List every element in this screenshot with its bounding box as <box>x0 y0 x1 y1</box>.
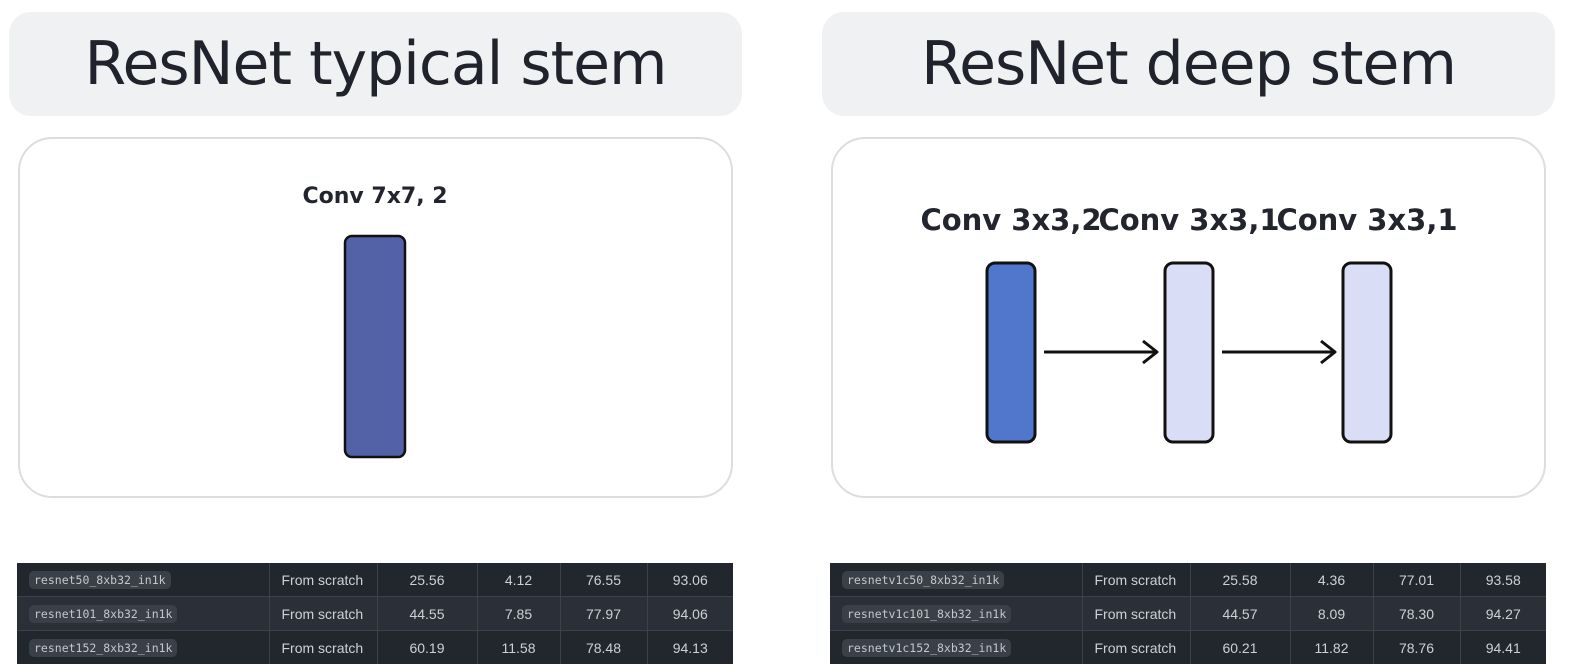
layer-label: Conv 3x3,1 <box>1098 203 1279 237</box>
flops-cell: 11.58 <box>476 630 560 664</box>
pretrain-cell: From scratch <box>1081 630 1190 664</box>
model-name: resnetv1c101_8xb32_in1k <box>842 604 1012 623</box>
pretrain-cell: From scratch <box>1081 596 1190 631</box>
layer-label: Conv 3x3,2 <box>920 203 1101 237</box>
top5-cell: 94.06 <box>646 596 733 631</box>
results-table: resnet50_8xb32_in1k From scratch 25.56 4… <box>17 563 733 664</box>
model-cell: resnet101_8xb32_in1k <box>17 596 269 631</box>
params-cell: 44.55 <box>376 596 477 631</box>
params-cell: 25.58 <box>1189 563 1290 597</box>
table-row: resnet152_8xb32_in1k From scratch 60.19 … <box>17 630 733 664</box>
model-cell: resnetv1c50_8xb32_in1k <box>830 563 1082 597</box>
conv-layer-block <box>985 261 1037 444</box>
top5-cell: 94.41 <box>1459 630 1546 664</box>
top5-cell: 94.27 <box>1459 596 1546 631</box>
model-name: resnet152_8xb32_in1k <box>29 638 178 657</box>
panel-title: ResNet deep stem <box>921 29 1457 99</box>
model-name: resnet50_8xb32_in1k <box>29 570 171 589</box>
panel-title: ResNet typical stem <box>84 29 668 99</box>
model-cell: resnet50_8xb32_in1k <box>17 563 269 597</box>
model-cell: resnetv1c152_8xb32_in1k <box>830 630 1082 664</box>
top5-cell: 93.58 <box>1459 563 1546 597</box>
typical-stem-panel: ResNet typical stem Conv 7x7, 2 resnet50… <box>9 0 744 671</box>
flops-cell: 8.09 <box>1289 596 1373 631</box>
params-cell: 60.19 <box>376 630 477 664</box>
deep-stem-panel: ResNet deep stem Conv 3x3,2 Conv 3x3,1 C… <box>822 0 1557 671</box>
model-name: resnet101_8xb32_in1k <box>29 604 178 623</box>
conv-layer-block <box>1163 261 1215 444</box>
model-cell: resnet152_8xb32_in1k <box>17 630 269 664</box>
results-table: resnetv1c50_8xb32_in1k From scratch 25.5… <box>830 563 1546 664</box>
flops-cell: 11.82 <box>1289 630 1373 664</box>
layer-label: Conv 3x3,1 <box>1276 203 1457 237</box>
conv-layer-block <box>1341 261 1393 444</box>
stem-diagram: Conv 3x3,2 Conv 3x3,1 Conv 3x3,1 <box>831 137 1546 498</box>
panel-title-box: ResNet typical stem <box>9 12 742 116</box>
model-name: resnetv1c50_8xb32_in1k <box>842 570 1005 589</box>
params-cell: 60.21 <box>1189 630 1290 664</box>
flops-cell: 4.12 <box>476 563 560 597</box>
pretrain-cell: From scratch <box>1081 563 1190 597</box>
stem-diagram-svg: Conv 3x3,2 Conv 3x3,1 Conv 3x3,1 <box>920 203 1458 444</box>
top1-cell: 78.76 <box>1372 630 1460 664</box>
top1-cell: 78.48 <box>559 630 647 664</box>
stem-diagram: Conv 7x7, 2 <box>18 137 733 498</box>
pretrain-cell: From scratch <box>268 596 377 631</box>
params-cell: 25.56 <box>376 563 477 597</box>
pretrain-cell: From scratch <box>268 563 377 597</box>
layer-label: Conv 7x7, 2 <box>302 184 447 209</box>
pretrain-cell: From scratch <box>268 630 377 664</box>
top1-cell: 76.55 <box>559 563 647 597</box>
top1-cell: 77.97 <box>559 596 647 631</box>
top1-cell: 77.01 <box>1372 563 1460 597</box>
flops-cell: 7.85 <box>476 596 560 631</box>
table-row: resnet101_8xb32_in1k From scratch 44.55 … <box>17 596 733 631</box>
model-name: resnetv1c152_8xb32_in1k <box>842 638 1012 657</box>
table-row: resnet50_8xb32_in1k From scratch 25.56 4… <box>17 563 733 597</box>
top5-cell: 93.06 <box>646 563 733 597</box>
model-cell: resnetv1c101_8xb32_in1k <box>830 596 1082 631</box>
conv-layer-block <box>343 234 407 459</box>
stem-diagram-svg: Conv 7x7, 2 <box>302 184 448 459</box>
table-row: resnetv1c101_8xb32_in1k From scratch 44.… <box>830 596 1546 631</box>
flops-cell: 4.36 <box>1289 563 1373 597</box>
params-cell: 44.57 <box>1189 596 1290 631</box>
top5-cell: 94.13 <box>646 630 733 664</box>
arrow-connector <box>1044 339 1159 365</box>
table-row: resnetv1c50_8xb32_in1k From scratch 25.5… <box>830 563 1546 597</box>
arrow-connector <box>1222 339 1337 365</box>
panel-title-box: ResNet deep stem <box>822 12 1555 116</box>
table-row: resnetv1c152_8xb32_in1k From scratch 60.… <box>830 630 1546 664</box>
top1-cell: 78.30 <box>1372 596 1460 631</box>
